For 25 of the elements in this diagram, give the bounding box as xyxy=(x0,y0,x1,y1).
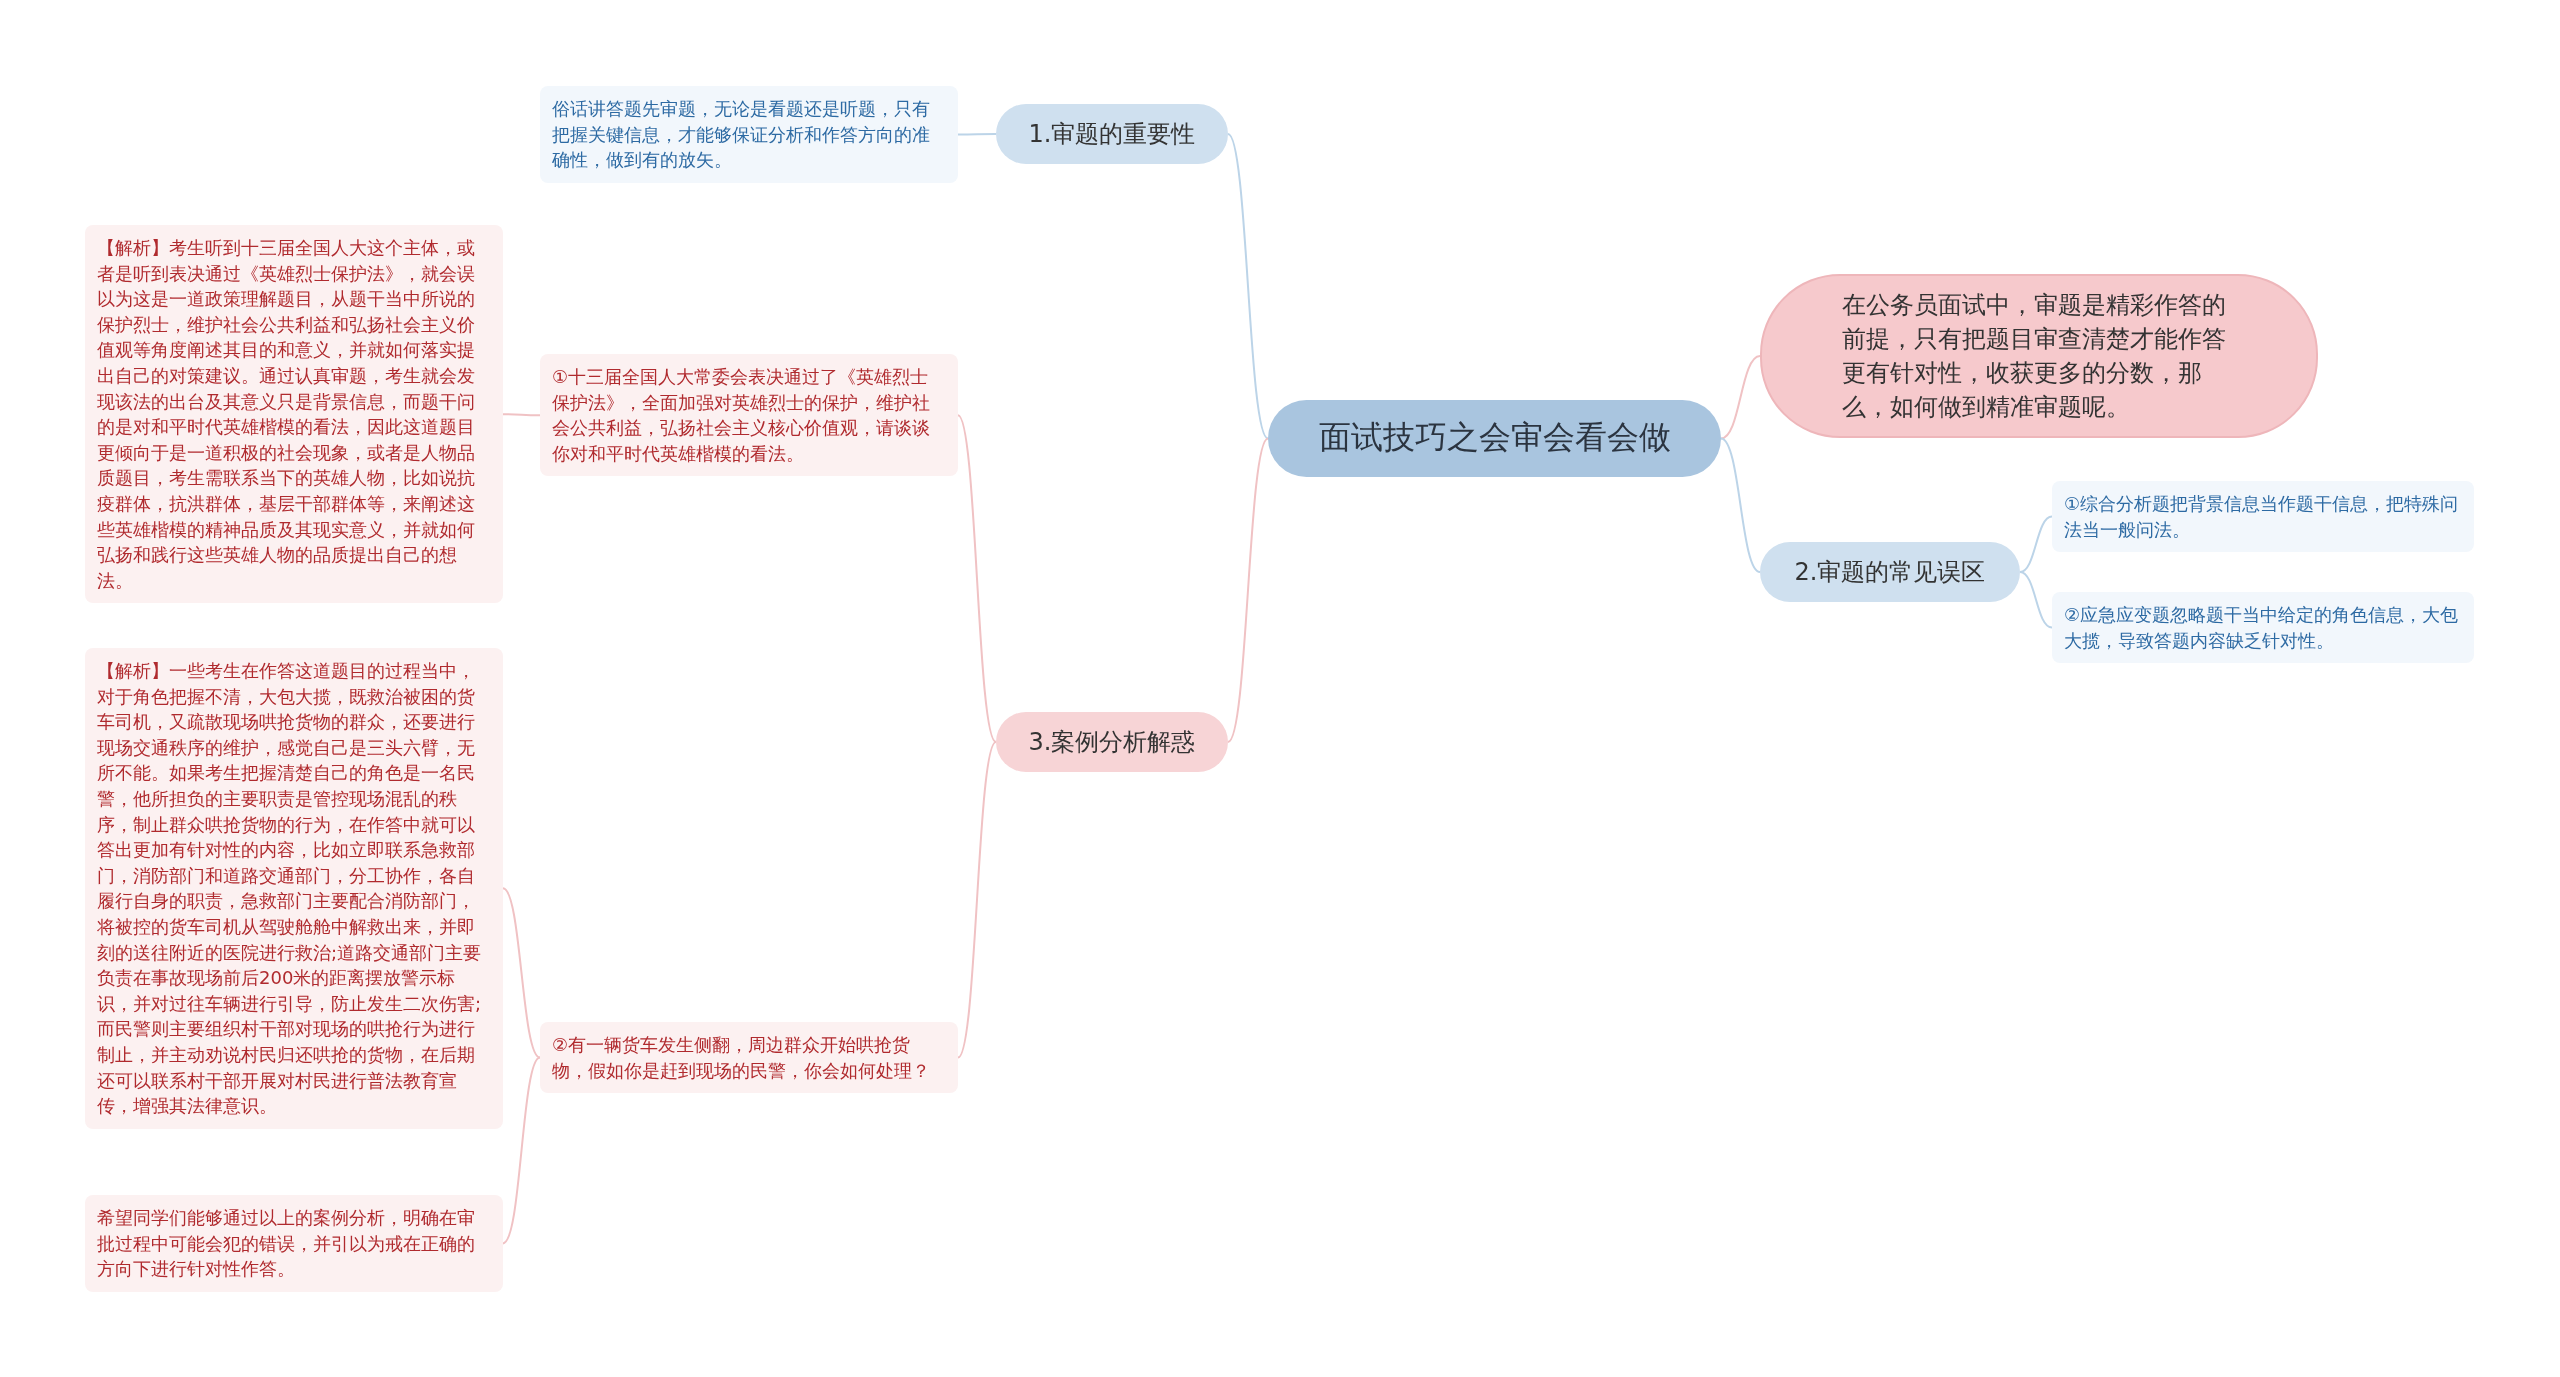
connector xyxy=(502,887,541,1059)
connector xyxy=(957,133,997,136)
connector xyxy=(502,1056,541,1245)
note-card: 俗话讲答题先审题，无论是看题还是听题，只有把握关键信息，才能够保证分析和作答方向的准确性，做到有的放矢。 xyxy=(540,86,958,183)
note-card: 希望同学们能够通过以上的案例分析，明确在审批过程中可能会犯的错误，并引以为戒在正确的方向下进行针对性作答。 xyxy=(85,1195,503,1292)
central-topic: 面试技巧之会审会看会做 xyxy=(1268,400,1721,477)
note-card: ①综合分析题把背景信息当作题干信息，把特殊问法当一般问法。 xyxy=(2052,481,2474,553)
connector xyxy=(1720,437,1761,573)
branch-topic: 1.审题的重要性 xyxy=(996,104,1228,164)
connector xyxy=(2019,515,2053,573)
intro-bubble: 在公务员面试中，审题是精彩作答的前提，只有把题目审查清楚才能作答更有针对性，收获更多的分数，那么，如何做到精准审题呢。 xyxy=(1760,274,2318,438)
branch-topic: 3.案例分析解惑 xyxy=(996,712,1228,772)
connector xyxy=(1720,355,1761,440)
connector xyxy=(957,741,997,1059)
note-card: 【解析】一些考生在作答这道题目的过程当中，对于角色把握不清，大包大揽，既救治被困的货车司机，又疏散现场哄抢货物的群众，还要进行现场交通秩序的维护，感觉自己是三头六臂，无所不能。如果考生把握清楚自己的角色是一名民警，他所担负的主要职责是管控现场混乱的秩序，制止群众哄抢货物的行为，在作答中就可以答出更加有针对性的内容，比如立即联系急救部门，消防部门和道路交通部门，分工协作，各自履行自身的职责，急救部门主要配合消防部门，将被控的货车司机从驾驶舱舱中解救出来，并即刻的送往附近的医院进行救治;道路交通部门主要负责在事故现场前后200米的距离摆放警示标识，并对过往车辆进行引导，防止发生二次伤害;而民警则主要组织村干部对现场的哄抢行为进行制止，并主动劝说村民归还哄抢的货物，在后期还可以联系村干部开展对村民进行普法教育宣传，增强其法律意识。 xyxy=(85,648,503,1129)
note-card: ①十三届全国人大常委会表决通过了《英雄烈士保护法》，全面加强对英雄烈士的保护，维护社会公共利益，弘扬社会主义核心价值观，请谈谈你对和平时代英雄楷模的看法。 xyxy=(540,354,958,477)
connector xyxy=(1227,437,1269,743)
note-card: ②应急应变题忽略题干当中给定的角色信息，大包大揽，导致答题内容缺乏针对性。 xyxy=(2052,592,2474,664)
note-card: 【解析】考生听到十三届全国人大这个主体，或者是听到表决通过《英雄烈士保护法》，就会误以为这是一道政策理解题目，从题干当中所说的保护烈士，维护社会公共利益和弘扬社会主义价值观等角度阐述其目的和意义，并就如何落实提出自己的对策建议。通过认真审题，考生就会发现该法的出台及其意义只是背景信息，而题干问的是对和平时代英雄楷模的看法，因此这道题目更倾向于是一道积极的社会现象，或者是人物品质题目，考生需联系当下的英雄人物，比如说抗疫群体，抗洪群体，基层干部群体等，来阐述这些英雄楷模的精神品质及其现实意义，并就如何弘扬和践行这些英雄人物的品质提出自己的想法。 xyxy=(85,225,503,604)
connector xyxy=(957,414,997,743)
note-card: ②有一辆货车发生侧翻，周边群众开始哄抢货物，假如你是赶到现场的民警，你会如何处理？ xyxy=(540,1022,958,1094)
connector xyxy=(1227,133,1269,440)
branch-topic: 2.审题的常见误区 xyxy=(1760,542,2020,602)
connector xyxy=(502,413,541,417)
connector xyxy=(2019,571,2053,629)
